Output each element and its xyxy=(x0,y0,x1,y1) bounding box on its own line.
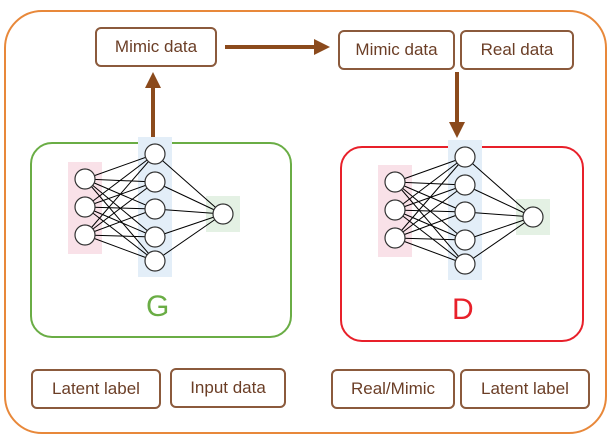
input-neuron xyxy=(74,196,96,218)
connection xyxy=(394,156,466,183)
output-neuron xyxy=(522,206,544,228)
connection xyxy=(154,213,224,262)
generator-network-icon xyxy=(68,137,240,277)
connection xyxy=(84,178,156,262)
connection xyxy=(394,156,466,239)
real-data-tag: Real data xyxy=(460,30,574,70)
generator-label: G xyxy=(146,290,170,323)
output-neuron xyxy=(212,203,234,225)
real-mimic-tag: Real/Mimic xyxy=(331,369,455,409)
connection xyxy=(464,216,534,265)
input-neuron xyxy=(74,224,96,246)
hidden-neuron xyxy=(144,250,166,272)
discriminator-network-icon xyxy=(378,140,550,280)
connection xyxy=(84,153,156,180)
hidden-neuron xyxy=(144,143,166,165)
connection xyxy=(464,216,534,241)
input-neuron xyxy=(74,168,96,190)
connection xyxy=(84,181,156,236)
hidden-neuron xyxy=(144,171,166,193)
connection xyxy=(464,156,534,218)
connection xyxy=(464,211,534,218)
latent-label-tag-right: Latent label xyxy=(460,369,590,409)
connection xyxy=(394,237,466,241)
hidden-neuron xyxy=(454,201,476,223)
discriminator-label: D xyxy=(452,293,474,326)
input-neuron xyxy=(384,227,406,249)
mimic-data-tag: Mimic data xyxy=(338,30,455,70)
input-neuron xyxy=(384,199,406,221)
connection xyxy=(154,208,224,215)
latent-label-tag-left: Latent label xyxy=(31,369,161,409)
input-neuron xyxy=(384,171,406,193)
connection xyxy=(154,153,224,215)
input-data-tag: Input data xyxy=(170,368,286,408)
connection xyxy=(394,211,466,239)
hidden-neuron xyxy=(454,253,476,275)
mimic-data-generated-tag: Mimic data xyxy=(95,27,217,67)
connection xyxy=(84,153,156,236)
connection xyxy=(154,213,224,238)
connection xyxy=(84,208,156,236)
connection xyxy=(464,184,534,218)
connection xyxy=(394,181,466,265)
hidden-neuron xyxy=(144,226,166,248)
connection xyxy=(394,184,466,239)
hidden-neuron xyxy=(454,146,476,168)
connection xyxy=(84,153,156,208)
connection xyxy=(84,234,156,238)
hidden-neuron xyxy=(454,229,476,251)
connection xyxy=(84,206,156,262)
connection xyxy=(154,181,224,215)
hidden-neuron xyxy=(144,198,166,220)
hidden-neuron xyxy=(454,174,476,196)
connection xyxy=(84,234,156,262)
connection xyxy=(394,156,466,211)
connection xyxy=(394,209,466,265)
connection xyxy=(394,237,466,265)
